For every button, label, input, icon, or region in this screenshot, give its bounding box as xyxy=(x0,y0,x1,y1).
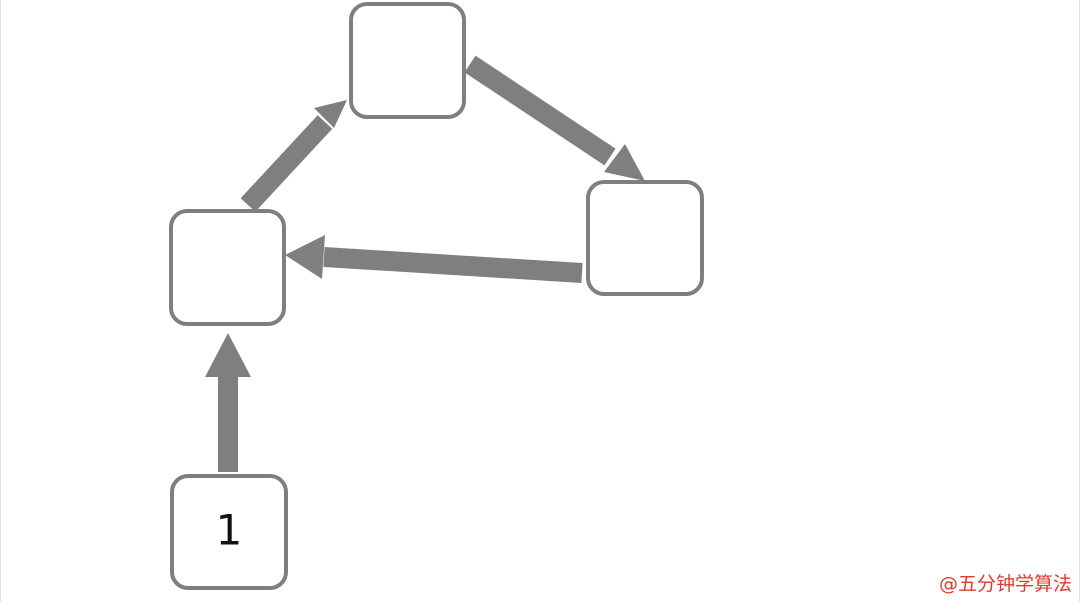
node-left xyxy=(169,209,286,326)
node-start: 1 xyxy=(170,474,288,590)
node-start-label: 1 xyxy=(216,506,243,555)
edge-start-to-left xyxy=(205,333,251,472)
edge-top-to-right xyxy=(464,55,645,181)
edge-left-to-top xyxy=(240,100,347,212)
left-border xyxy=(0,0,1,602)
node-right xyxy=(586,180,704,296)
watermark-text: @五分钟学算法 xyxy=(938,573,1072,595)
node-top xyxy=(349,2,466,119)
edge-right-to-left xyxy=(285,235,583,283)
